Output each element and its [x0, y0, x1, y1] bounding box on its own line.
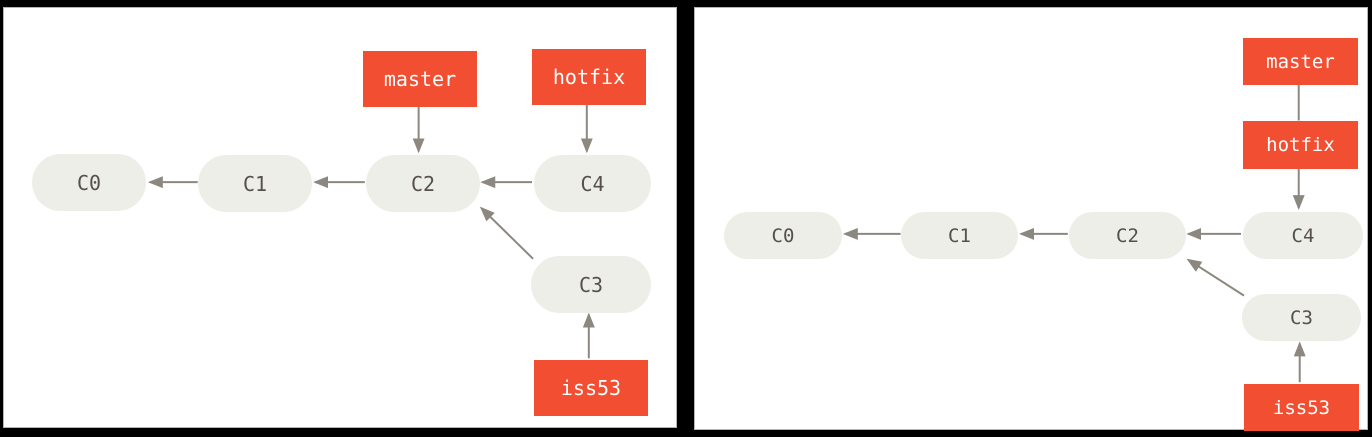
- commit-node-c0: C0: [32, 154, 146, 211]
- commit-node-c3: C3: [531, 256, 651, 313]
- branch-label-hotfix: hotfix: [532, 49, 646, 105]
- git-diagram-after-merge: master hotfix iss53 C0 C1 C2 C4 C3: [694, 7, 1368, 431]
- commit-node-c3: C3: [1242, 294, 1361, 341]
- commit-node-c1: C1: [901, 212, 1018, 259]
- arrow-c3-to-c2-diagonal: [1186, 258, 1245, 297]
- commit-node-c0: C0: [724, 212, 842, 259]
- git-diagram-before-merge: master hotfix iss53 C0 C1 C2 C4 C3: [3, 7, 677, 428]
- branch-label-iss53: iss53: [534, 360, 648, 416]
- commit-node-c2: C2: [1069, 212, 1186, 259]
- arrow-c3-to-c2-diagonal: [479, 206, 534, 260]
- branch-label-master: master: [1243, 38, 1358, 85]
- branch-label-master: master: [363, 51, 477, 107]
- branch-label-iss53: iss53: [1244, 384, 1359, 431]
- branch-label-hotfix: hotfix: [1243, 121, 1358, 169]
- commit-node-c2: C2: [366, 155, 480, 212]
- commit-node-c1: C1: [198, 155, 312, 212]
- commit-node-c4: C4: [1243, 212, 1363, 259]
- commit-node-c4: C4: [534, 155, 651, 212]
